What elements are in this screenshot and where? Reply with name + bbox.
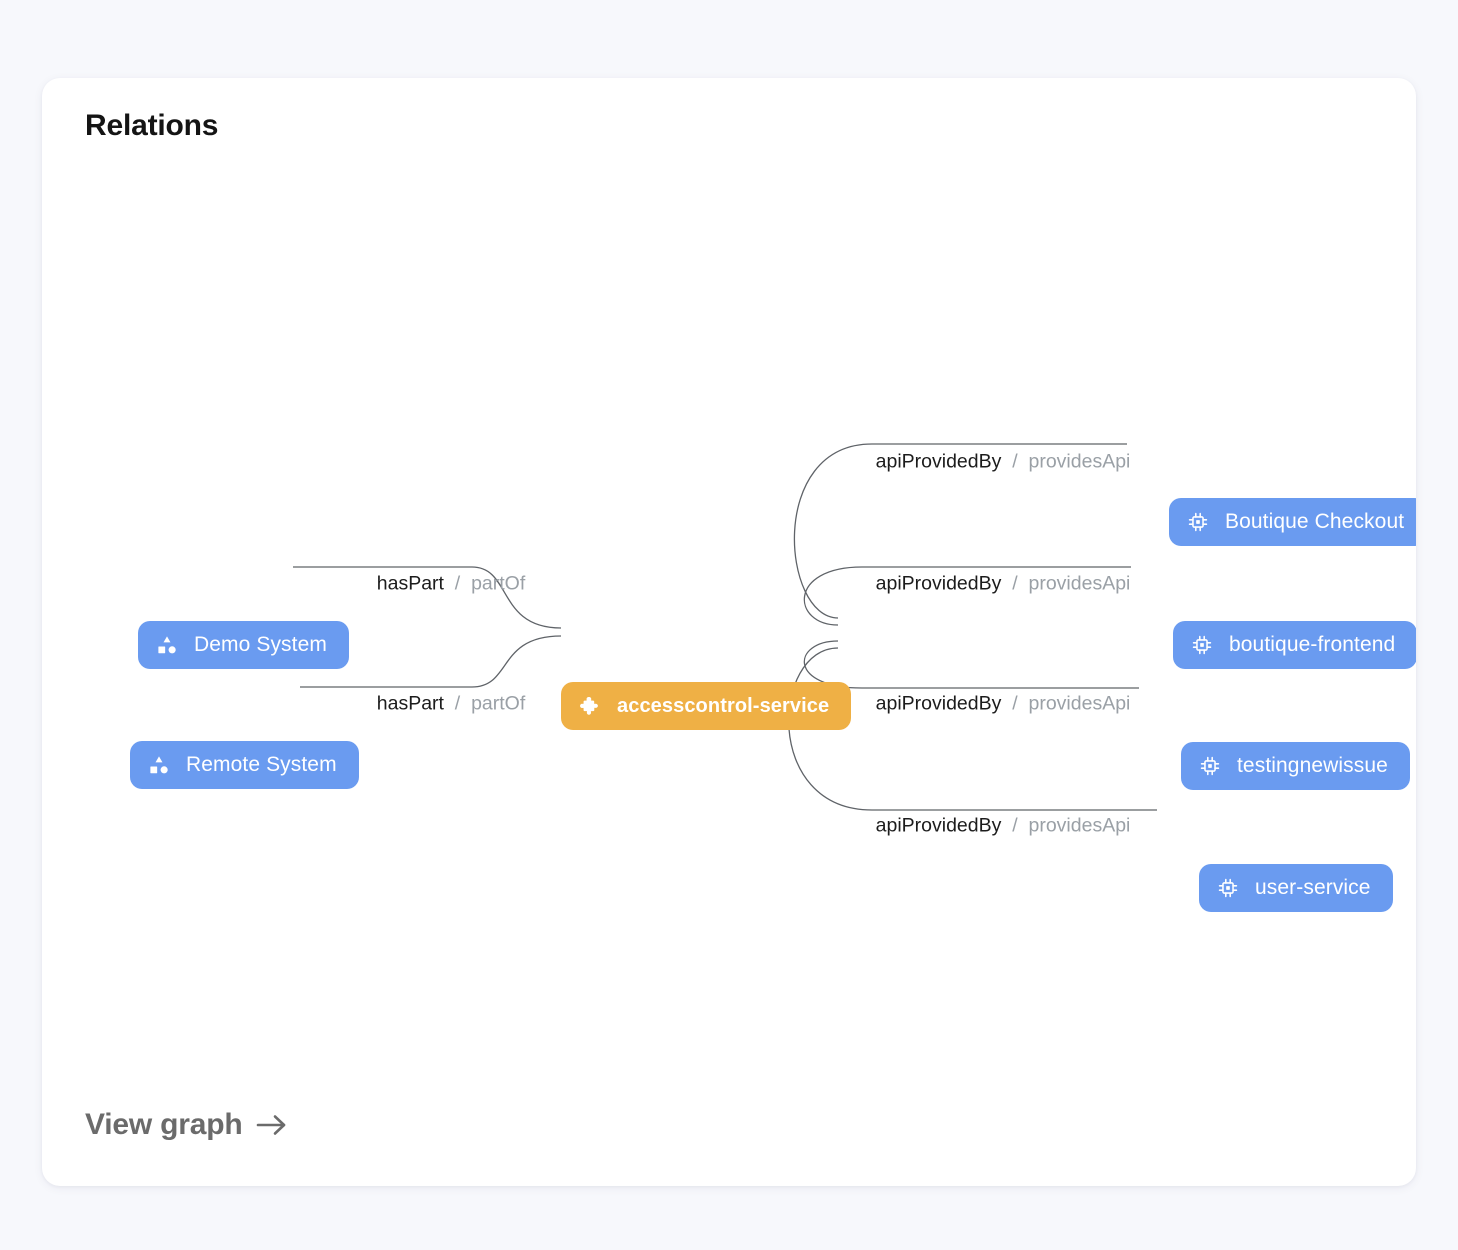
edge-label-reverse: providesApi xyxy=(1028,814,1131,837)
edge-label-reverse: providesApi xyxy=(1028,572,1131,595)
edge-label-boutique-checkout: apiProvidedBy / providesApi xyxy=(876,451,1131,474)
edge-label-remote-system: hasPart / partOf xyxy=(377,693,526,716)
cpu-chip-icon xyxy=(1199,755,1221,777)
graph-node-accesscontrol-service[interactable]: accesscontrol-service xyxy=(561,682,852,730)
graph-node-demo-system[interactable]: Demo System xyxy=(138,621,349,669)
relations-graph: accesscontrol-service Demo System xyxy=(42,78,1416,1186)
graph-node-label: testingnewissue xyxy=(1237,754,1388,777)
edge-label-forward: apiProvidedBy xyxy=(875,572,1002,595)
edge-label-separator: / xyxy=(1006,450,1024,473)
edge-label-reverse: partOf xyxy=(471,572,526,595)
graph-node-label: Remote System xyxy=(186,753,337,776)
arrow-right-icon xyxy=(255,1109,289,1141)
edge-label-testingnewissue: apiProvidedBy / providesApi xyxy=(876,693,1131,716)
graph-node-boutique-frontend[interactable]: boutique-frontend xyxy=(1173,621,1416,669)
graph-node-label: boutique-frontend xyxy=(1229,633,1396,656)
cpu-chip-icon xyxy=(1187,511,1209,533)
graph-node-boutique-checkout[interactable]: Boutique Checkout xyxy=(1169,498,1416,546)
cpu-chip-icon xyxy=(1217,877,1239,899)
cpu-chip-icon xyxy=(1191,634,1213,656)
edge-label-forward: apiProvidedBy xyxy=(875,814,1002,837)
page-title: Relations xyxy=(85,109,219,142)
graph-node-label: user-service xyxy=(1255,876,1371,899)
graph-node-testingnewissue[interactable]: testingnewissue xyxy=(1181,742,1410,790)
edge-label-reverse: providesApi xyxy=(1028,450,1131,473)
shapes-system-icon xyxy=(148,754,170,776)
graph-node-label: accesscontrol-service xyxy=(617,694,830,717)
view-graph-label: View graph xyxy=(85,1108,243,1141)
edge-label-forward: hasPart xyxy=(376,692,444,715)
edge-label-separator: / xyxy=(1006,692,1024,715)
edge-path-user-service xyxy=(788,647,1157,811)
edge-label-user-service: apiProvidedBy / providesApi xyxy=(876,815,1131,838)
edge-label-forward: apiProvidedBy xyxy=(875,692,1002,715)
graph-node-label: Demo System xyxy=(194,633,327,656)
edge-label-separator: / xyxy=(449,692,466,715)
shapes-system-icon xyxy=(156,634,178,656)
graph-node-label: Boutique Checkout xyxy=(1225,510,1405,533)
relations-card: Relations accesscon xyxy=(42,78,1416,1186)
edge-label-reverse: partOf xyxy=(471,692,526,715)
edge-label-separator: / xyxy=(1006,814,1024,837)
edge-label-boutique-frontend: apiProvidedBy / providesApi xyxy=(876,573,1131,596)
edge-path-testingnewissue xyxy=(803,640,1139,689)
view-graph-link[interactable]: View graph xyxy=(85,1108,289,1142)
graph-node-remote-system[interactable]: Remote System xyxy=(130,741,359,789)
graph-node-user-service[interactable]: user-service xyxy=(1199,864,1393,912)
edge-label-separator: / xyxy=(449,572,466,595)
edge-label-forward: apiProvidedBy xyxy=(875,450,1002,473)
puzzle-piece-icon xyxy=(579,695,601,717)
edge-label-separator: / xyxy=(1006,572,1024,595)
edge-label-forward: hasPart xyxy=(376,572,444,595)
edge-label-reverse: providesApi xyxy=(1028,692,1131,715)
edge-label-demo-system: hasPart / partOf xyxy=(377,573,526,596)
